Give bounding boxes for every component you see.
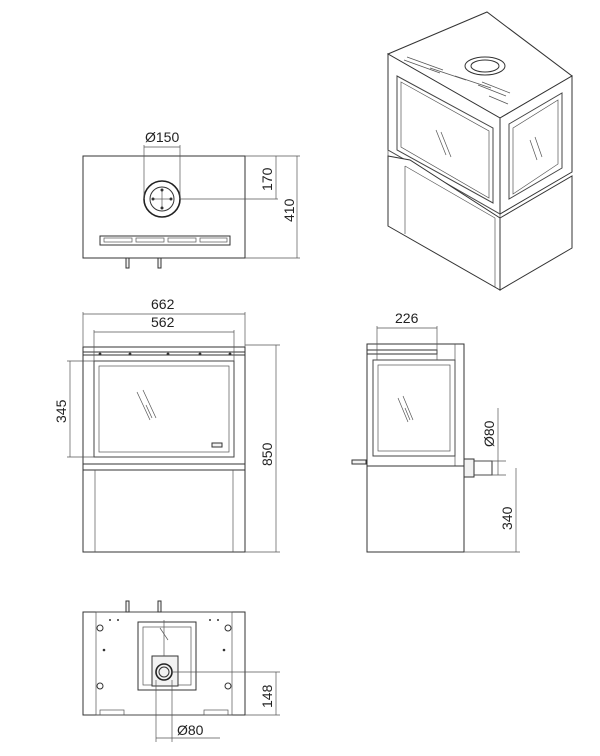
bottom-air-offset-label: 148 — [259, 684, 275, 708]
top-view: Ø150 170 410 — [82, 129, 300, 269]
rear-flue-diameter-label: Ø80 — [481, 420, 497, 447]
side-depth-label: 226 — [395, 310, 419, 326]
bottom-view: 148 Ø80 — [82, 600, 280, 742]
top-flue-diameter-label: Ø150 — [145, 129, 179, 145]
overall-height-label: 850 — [259, 442, 275, 466]
front-view: 662 562 345 850 — [53, 296, 280, 553]
inner-width-label: 562 — [151, 314, 175, 330]
window-height-label: 345 — [53, 399, 69, 423]
isometric-view — [386, 11, 573, 291]
side-view: 226 Ø80 340 — [351, 310, 520, 553]
top-depth-label: 410 — [281, 198, 297, 222]
rear-flue-height-label: 340 — [499, 506, 515, 530]
bottom-air-diameter-label: Ø80 — [177, 722, 204, 738]
overall-width-label: 662 — [151, 296, 175, 312]
top-flue-offset-label: 170 — [259, 167, 275, 191]
